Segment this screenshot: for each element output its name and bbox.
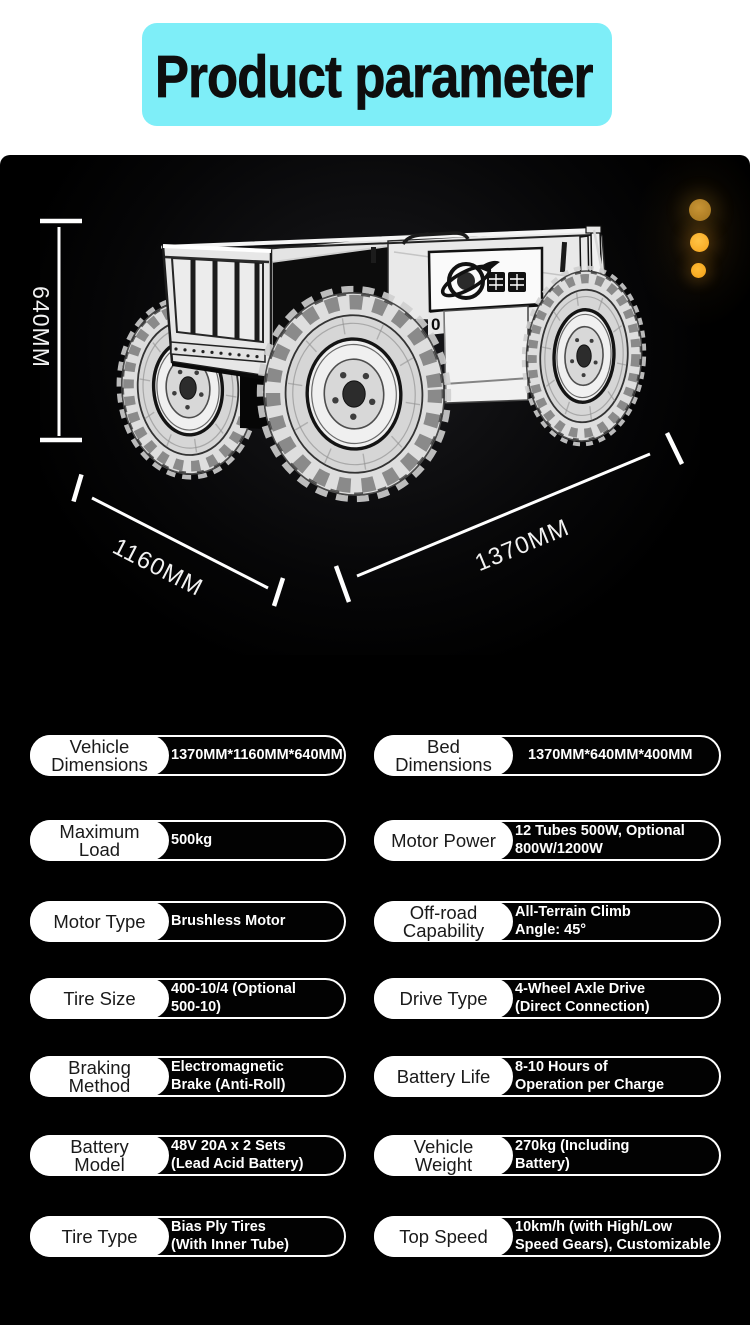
svg-text:0: 0 bbox=[431, 315, 440, 334]
svg-text:1160MM: 1160MM bbox=[108, 533, 207, 602]
svg-text:640MM: 640MM bbox=[28, 286, 54, 368]
